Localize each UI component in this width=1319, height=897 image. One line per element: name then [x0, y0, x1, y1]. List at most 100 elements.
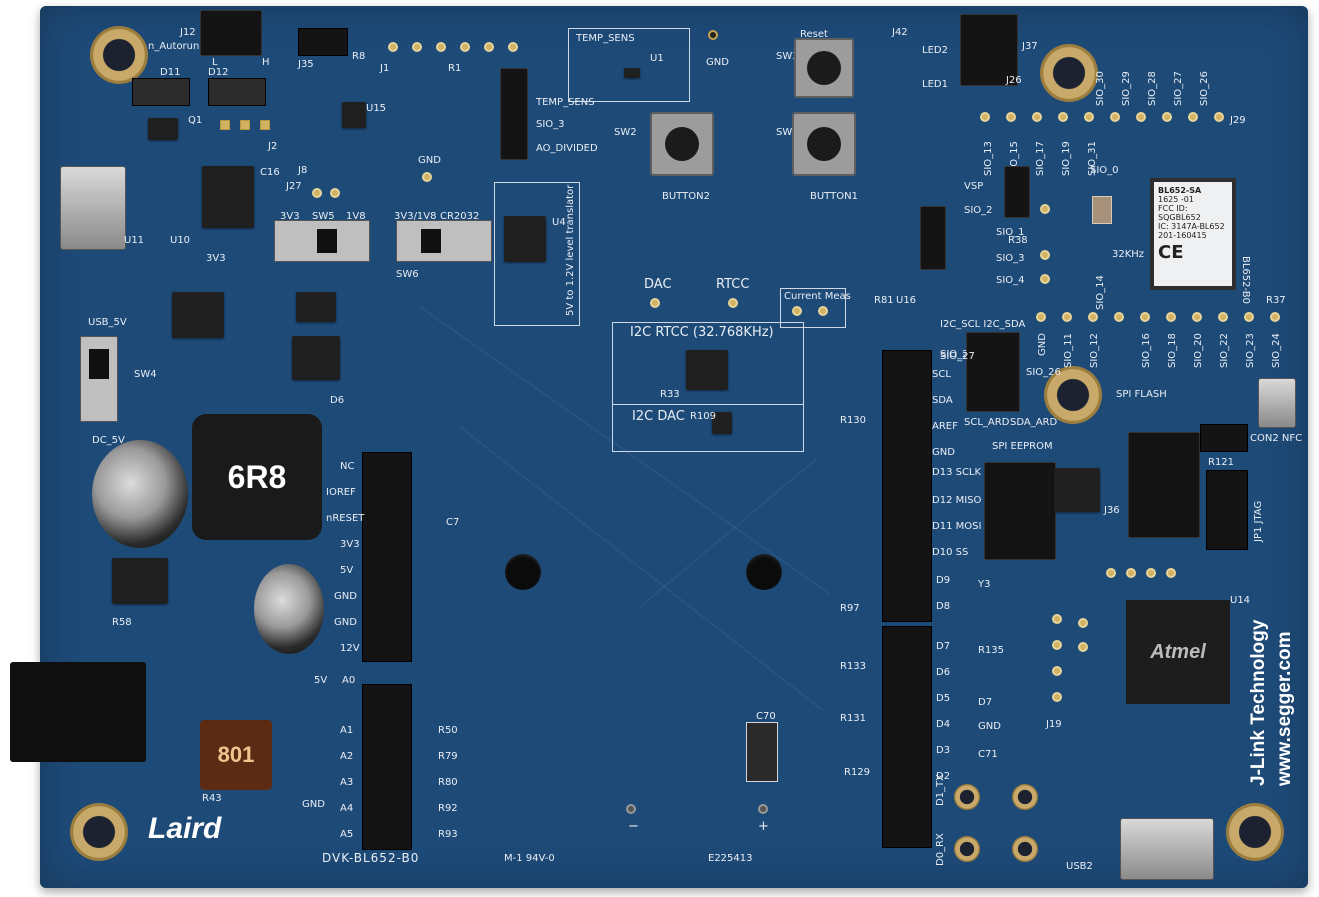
ref-u11: U10	[170, 235, 191, 246]
j2-pad	[220, 120, 230, 130]
dc-power-jack[interactable]	[10, 662, 146, 762]
analog-r93: R93	[438, 829, 458, 840]
j41-pin	[1270, 312, 1280, 322]
jumper-j37[interactable]	[960, 14, 1018, 86]
cr2032-label: CR2032	[440, 211, 480, 222]
tag-connect-pad	[954, 784, 980, 810]
spi-eeprom-label: SPI EEPROM	[992, 441, 1053, 452]
dig-d7: D7	[936, 641, 951, 652]
button-1-knob[interactable]	[807, 127, 841, 161]
sw6-label: SW6	[396, 269, 419, 280]
sio-23-label: SIO_23	[1245, 333, 1256, 368]
power-header[interactable]	[362, 452, 412, 662]
sio-3-label: SIO_3	[996, 253, 1025, 264]
bl652-module: BL652-SA 1625 -01 FCC ID: SQGBL652 IC: 3…	[1150, 178, 1236, 290]
jumper-spi[interactable]	[984, 462, 1056, 560]
temp-sens-title: TEMP_SENS	[576, 33, 635, 44]
ref-sb2: U16	[896, 295, 917, 306]
ref-j19: J19	[1046, 719, 1062, 730]
sio-28-label: SIO_28	[1147, 71, 1158, 106]
ref-sb3: J8	[298, 165, 308, 176]
sw5-knob[interactable]	[317, 229, 337, 253]
switch-sw5[interactable]	[274, 220, 370, 262]
header-j36[interactable]	[1200, 424, 1248, 452]
temp-opt-sio3: SIO_3	[536, 119, 565, 130]
module-line3: FCC ID: SQGBL652	[1158, 204, 1201, 222]
jumper-j5[interactable]	[1004, 166, 1030, 218]
ref-r131: D7	[978, 697, 993, 708]
analog-header[interactable]	[362, 684, 412, 850]
button-1[interactable]	[792, 112, 856, 176]
jumper-j-sb[interactable]	[920, 206, 946, 270]
sw4-knob[interactable]	[89, 349, 109, 379]
ref-j42: J42	[892, 27, 908, 38]
ref-u8: R58	[112, 617, 132, 628]
jumper-i2c[interactable]	[966, 332, 1020, 412]
jumper-j12[interactable]	[200, 10, 262, 56]
sw5-3v3-label: 3V3	[280, 211, 300, 222]
dig-gnd: GND	[932, 447, 955, 458]
button1-label: BUTTON1	[810, 191, 858, 202]
analog-5v-label: 5V	[314, 675, 328, 686]
j1-pin	[484, 42, 494, 52]
temp-sens-box	[568, 28, 690, 102]
ref-j12: J12	[180, 27, 196, 38]
ref-q1: Q1	[188, 115, 203, 126]
reset-button[interactable]	[794, 38, 854, 98]
j1-pin	[508, 42, 518, 52]
j41-pin	[1088, 312, 1098, 322]
rtcc-label: RTCC	[716, 277, 750, 292]
ref-j40: R38	[1008, 235, 1028, 246]
atmel-label: Atmel	[1150, 640, 1206, 663]
gnd-label-4: GND	[978, 721, 1001, 732]
micro-usb-usb2[interactable]	[1120, 818, 1214, 880]
led2-label: LED2	[922, 45, 948, 56]
capacitor-c-mid	[254, 564, 324, 654]
level-translator-label: 5V to 1.2V level translator	[565, 184, 576, 316]
sio-26-top-label: SIO_26	[1199, 71, 1210, 106]
ref-u17: R109	[690, 411, 717, 422]
test-point	[1078, 618, 1088, 628]
micro-usb-left[interactable]	[60, 166, 126, 250]
jumper-temp-select[interactable]	[500, 68, 528, 160]
dig-d10: D10 SS	[932, 547, 969, 558]
sio-19-label: SIO_19	[1061, 141, 1072, 176]
chip-u10	[202, 166, 254, 228]
j19-pin	[1052, 692, 1062, 702]
led1-label: LED1	[922, 79, 948, 90]
button-2[interactable]	[650, 112, 714, 176]
minus-sign: −	[628, 819, 639, 834]
analog-a2: A2	[340, 751, 354, 762]
ref-d11: D11	[160, 67, 181, 78]
j19-pin	[1052, 640, 1062, 650]
dac-pin	[650, 298, 660, 308]
digital-header-low[interactable]	[882, 626, 932, 848]
sw2-label: SW2	[614, 127, 637, 138]
ref-u10: C16	[260, 167, 280, 178]
chip-u2	[1054, 468, 1100, 512]
test-point	[1126, 568, 1136, 578]
j1-pin	[460, 42, 470, 52]
header-j35[interactable]	[298, 28, 348, 56]
reset-knob[interactable]	[807, 51, 841, 85]
jumper-j3[interactable]	[1128, 432, 1200, 538]
button-2-knob[interactable]	[665, 127, 699, 161]
header-jtag[interactable]	[1206, 470, 1248, 550]
j8-pin	[330, 188, 340, 198]
nfc-connector[interactable]	[1258, 378, 1296, 428]
j29-pin	[1136, 112, 1146, 122]
digital-header-high[interactable]	[882, 350, 932, 622]
test-point	[1078, 642, 1088, 652]
sw6-knob[interactable]	[421, 229, 441, 253]
mounting-hole-top-left	[90, 26, 148, 84]
chip-u6	[172, 292, 224, 338]
sio-0-label: SIO_0	[1090, 165, 1119, 176]
j1-pin	[436, 42, 446, 52]
switch-sw6[interactable]	[396, 220, 492, 262]
reset-label: Reset	[800, 29, 828, 40]
switch-sw4[interactable]	[80, 336, 118, 422]
sio-30-label: SIO_30	[1095, 71, 1106, 106]
dig-d8: D8	[936, 601, 951, 612]
rtcc-pin	[728, 298, 738, 308]
temp-opt-ao: AO_DIVIDED	[536, 143, 598, 154]
